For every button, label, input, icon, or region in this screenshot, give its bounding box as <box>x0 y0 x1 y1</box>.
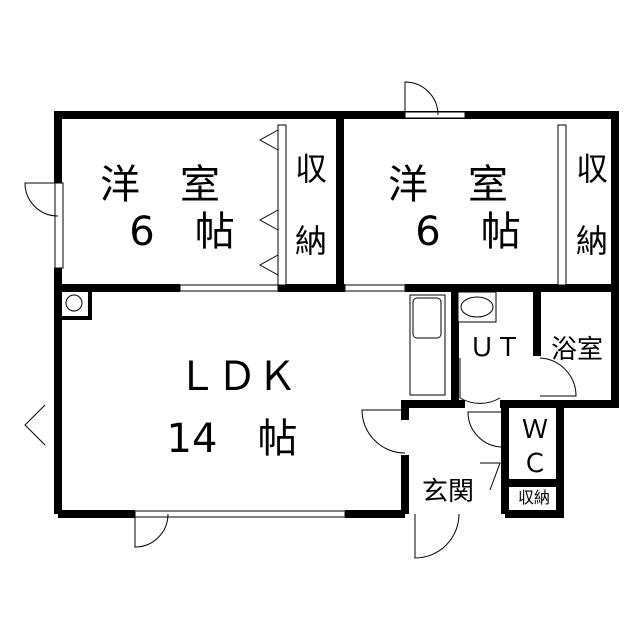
folding-door-icon <box>258 254 279 276</box>
sliding-door[interactable] <box>179 284 279 292</box>
door-swing-icon <box>459 358 501 404</box>
wc-label-top: Ｗ <box>522 415 548 445</box>
door-swing-icon <box>539 357 577 397</box>
room-name-ldk: ＬＤＫ <box>177 354 297 400</box>
room-name-storage: 収納 <box>518 488 550 507</box>
closet-partition <box>557 124 567 286</box>
window <box>54 182 64 269</box>
room-name-utility: ＵＴ <box>469 333 521 363</box>
room-size-western1: 6 帖 <box>129 209 234 255</box>
door-swing-icon <box>467 411 504 448</box>
closet2-label-top: 収 <box>576 150 608 188</box>
closet1-label-bottom: 納 <box>295 222 327 260</box>
closet2-label-bottom: 納 <box>576 222 608 260</box>
room-size-western2: 6 帖 <box>415 209 520 255</box>
sliding-door[interactable] <box>344 284 406 292</box>
door[interactable] <box>404 111 466 119</box>
bay-window <box>24 404 46 446</box>
window <box>134 510 346 518</box>
folding-door-icon <box>258 209 279 231</box>
wc-label-bottom: Ｃ <box>522 449 548 479</box>
closet-partition <box>277 124 287 286</box>
sink-icon <box>412 297 442 339</box>
door-swing-icon <box>134 513 169 548</box>
door-swing-icon <box>361 409 406 454</box>
room-name-western2: 洋 室 <box>388 162 508 208</box>
room-name-entrance: 玄関 <box>422 477 474 507</box>
room-size-ldk: 14 帖 <box>167 416 298 462</box>
closet1-label-top: 収 <box>295 150 327 188</box>
entrance-door-swing-icon <box>414 513 460 559</box>
column-icon <box>65 294 83 312</box>
room-name-bath: 浴室 <box>551 335 603 365</box>
folding-door-icon <box>258 129 279 151</box>
washbasin-bowl-icon <box>460 296 494 318</box>
door-swing-icon <box>24 182 59 217</box>
shoe-box-icon <box>480 462 501 491</box>
door-swing-icon <box>404 81 439 116</box>
room-name-western1: 洋 室 <box>100 162 220 208</box>
